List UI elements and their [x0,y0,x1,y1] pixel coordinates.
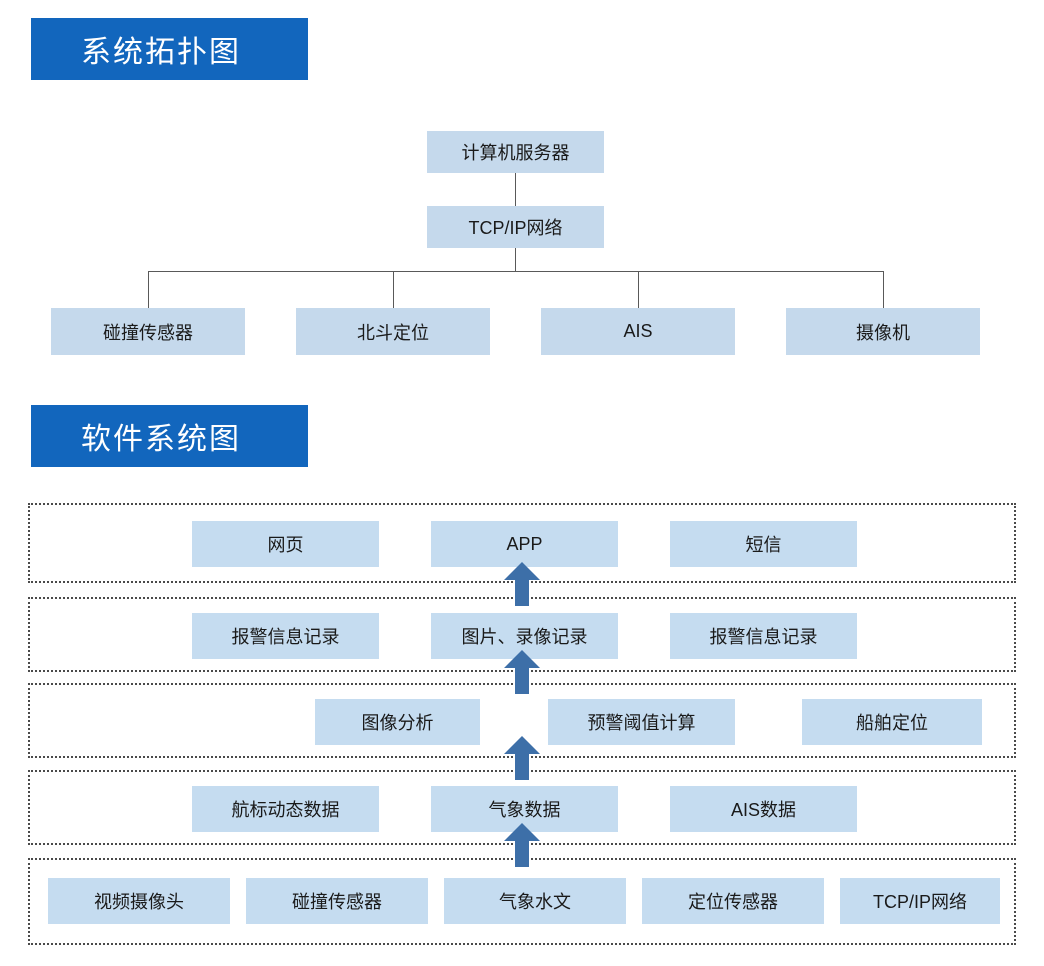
software-box-weather-data-label: 气象数据 [488,800,561,820]
software-layer-presentation: 网页 APP 短信 [28,503,1016,583]
software-box-app[interactable]: APP [431,521,618,567]
topology-node-server-label: 计算机服务器 [461,143,570,163]
topology-node-collision-sensor-label: 碰撞传感器 [103,322,193,343]
connector-drop-3 [638,271,639,308]
software-box-video-camera-label: 视频摄像头 [94,892,184,912]
software-box-ais-data-label: AIS数据 [730,800,796,820]
connector-drop-1 [148,271,149,308]
software-box-app-label: APP [506,533,543,554]
arrow-up-icon [504,562,540,606]
topology-diagram: 计算机服务器 TCP/IP网络 碰撞传感器 北斗定位 AIS 摄像机 [0,100,1044,380]
software-box-video-camera[interactable]: 视频摄像头 [48,878,230,924]
software-box-webpage[interactable]: 网页 [192,521,379,567]
software-box-ship-positioning[interactable]: 船舶定位 [802,699,982,745]
section-banner-topology: 系统拓扑图 [31,18,308,80]
topology-node-ais[interactable]: AIS [541,308,735,355]
section-banner-software: 软件系统图 [31,405,308,467]
software-box-threshold-calc-label: 预警阈值计算 [587,713,696,733]
software-box-image-analysis-label: 图像分析 [361,713,434,733]
flow-arrow-up-4 [504,823,540,867]
software-layer-devices: 视频摄像头 碰撞传感器 气象水文 定位传感器 TCP/IP网络 [28,858,1016,945]
software-box-positioning-sensor-label: 定位传感器 [688,892,778,912]
software-box-weather-hydrology[interactable]: 气象水文 [444,878,626,924]
software-box-tcpip-network-label: TCP/IP网络 [872,892,967,912]
flow-arrow-up-2 [504,650,540,694]
software-box-threshold-calc[interactable]: 预警阈值计算 [548,699,735,745]
software-layer-analysis: 图像分析 预警阈值计算 船舶定位 [28,683,1016,758]
software-box-collision-sensor[interactable]: 碰撞传感器 [246,878,428,924]
software-box-webpage-label: 网页 [267,535,304,555]
connector-drop-4 [883,271,884,308]
software-box-aid-navigation-data[interactable]: 航标动态数据 [192,786,379,832]
software-box-alarm-record-right-label: 报警信息记录 [709,627,818,647]
software-box-alarm-record-right[interactable]: 报警信息记录 [670,613,857,659]
software-box-alarm-record-left-label: 报警信息记录 [231,627,340,647]
flow-arrow-up-1 [504,562,540,606]
software-box-ship-positioning-label: 船舶定位 [856,713,928,733]
topology-node-server[interactable]: 计算机服务器 [427,131,604,173]
connector-drop-2 [393,271,394,308]
software-box-image-analysis[interactable]: 图像分析 [315,699,480,745]
section-title-topology: 系统拓扑图 [81,36,241,69]
topology-node-network[interactable]: TCP/IP网络 [427,206,604,248]
software-box-image-video-record-label: 图片、录像记录 [461,627,588,647]
software-box-tcpip-network[interactable]: TCP/IP网络 [840,878,1000,924]
topology-node-beidou-positioning-label: 北斗定位 [357,322,429,343]
section-title-software: 软件系统图 [81,423,241,456]
flow-arrow-up-3 [504,736,540,780]
topology-node-network-label: TCP/IP网络 [468,218,563,238]
software-box-image-video-record[interactable]: 图片、录像记录 [431,613,618,659]
connector-network-trunk [515,248,516,271]
software-box-ais-data[interactable]: AIS数据 [670,786,857,832]
topology-node-ais-label: AIS [623,321,653,341]
software-box-alarm-record-left[interactable]: 报警信息记录 [192,613,379,659]
software-box-weather-data[interactable]: 气象数据 [431,786,618,832]
software-box-positioning-sensor[interactable]: 定位传感器 [642,878,824,924]
software-box-sms[interactable]: 短信 [670,521,857,567]
topology-node-beidou-positioning[interactable]: 北斗定位 [296,308,490,355]
topology-node-collision-sensor[interactable]: 碰撞传感器 [51,308,245,355]
connector-horizontal-bus [148,271,883,272]
software-box-weather-hydrology-label: 气象水文 [499,892,571,912]
topology-node-camera[interactable]: 摄像机 [786,308,980,355]
topology-node-camera-label: 摄像机 [856,322,910,343]
software-box-aid-navigation-data-label: 航标动态数据 [231,800,340,820]
software-box-sms-label: 短信 [745,535,782,555]
arrow-up-icon [504,823,540,867]
software-box-collision-sensor-label: 碰撞传感器 [292,892,382,912]
arrow-up-icon [504,736,540,780]
arrow-up-icon [504,650,540,694]
connector-server-to-network [515,173,516,206]
software-layer-diagram: 网页 APP 短信 报警信息记录 图片、录像记录 报警信息记录 [0,490,1044,960]
